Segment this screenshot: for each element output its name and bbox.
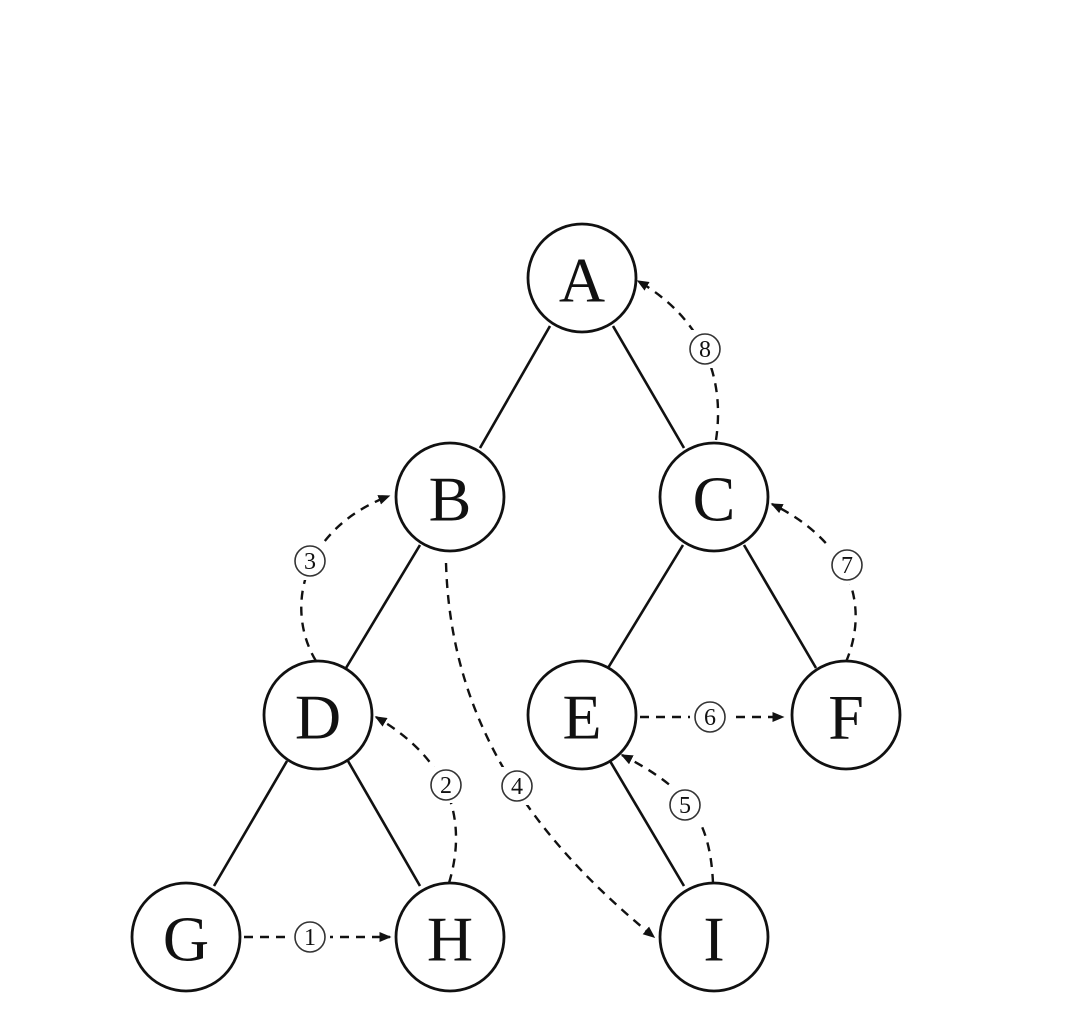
edge-C-F (742, 544, 818, 669)
step-marker-7: 7 (828, 546, 866, 584)
edge-A-B (478, 325, 552, 449)
node-I-label: I (703, 904, 724, 975)
traversal-arrow-4 (444, 562, 656, 938)
step-circle-4 (501, 770, 533, 802)
step-label-4: 4 (511, 774, 523, 800)
node-F-label: F (828, 682, 864, 753)
node-D-circle (262, 659, 374, 771)
node-E-circle (526, 659, 638, 771)
tree-nodes: A B C D E F G H (130, 222, 902, 993)
node-G: G (130, 881, 242, 993)
edge-D-G (212, 760, 289, 887)
node-B-label: B (429, 464, 472, 535)
node-G-label: G (163, 904, 209, 975)
step-marker-3: 3 (292, 542, 328, 580)
step-label-7: 7 (841, 553, 853, 579)
node-H-label: H (427, 904, 473, 975)
step-circle-3 (294, 545, 326, 577)
node-C-circle (658, 441, 770, 553)
step-circle-2 (430, 769, 462, 801)
step-label-5: 5 (679, 793, 691, 819)
traversal-arrows (244, 279, 857, 942)
edge-C-E (606, 544, 685, 669)
edge-D-H (346, 760, 422, 887)
step-label-3: 3 (304, 549, 316, 575)
node-D: D (262, 659, 374, 771)
traversal-arrow-7 (770, 502, 857, 663)
tree-edges (212, 325, 818, 887)
node-E-label: E (562, 682, 601, 753)
node-F-circle (790, 659, 902, 771)
step-marker-1: 1 (290, 919, 330, 955)
step-circle-6 (694, 701, 726, 733)
step-marker-5: 5 (666, 787, 704, 823)
step-marker-2: 2 (428, 767, 464, 803)
node-A: A (526, 222, 638, 334)
node-G-circle (130, 881, 242, 993)
step-label-1: 1 (304, 925, 316, 951)
traversal-arrow-3 (300, 494, 391, 662)
step-label-8: 8 (699, 337, 711, 363)
node-A-circle (526, 222, 638, 334)
step-circle-1 (294, 921, 326, 953)
node-E: E (526, 659, 638, 771)
edge-A-C (611, 325, 686, 449)
edge-B-D (344, 544, 422, 669)
traversal-arrow-2 (374, 715, 458, 884)
step-marker-8: 8 (686, 330, 724, 368)
node-H: H (394, 881, 506, 993)
node-I: I (658, 881, 770, 993)
node-A-label: A (559, 245, 605, 316)
step-label-2: 2 (440, 773, 452, 799)
step-circle-8 (689, 333, 721, 365)
traversal-arrow-5 (620, 753, 715, 884)
node-C: C (658, 441, 770, 553)
node-C-label: C (693, 464, 736, 535)
node-B: B (394, 441, 506, 553)
node-I-circle (658, 881, 770, 993)
step-circle-7 (831, 549, 863, 581)
step-circle-5 (669, 789, 701, 821)
node-F: F (790, 659, 902, 771)
traversal-arrow-8 (636, 279, 720, 441)
step-labels: 1 2 3 4 5 6 7 (290, 330, 866, 955)
node-H-circle (394, 881, 506, 993)
node-D-label: D (295, 682, 341, 753)
edge-E-I (608, 760, 686, 887)
step-marker-6: 6 (690, 699, 730, 735)
node-B-circle (394, 441, 506, 553)
step-marker-4: 4 (498, 767, 536, 805)
step-label-6: 6 (704, 705, 716, 731)
